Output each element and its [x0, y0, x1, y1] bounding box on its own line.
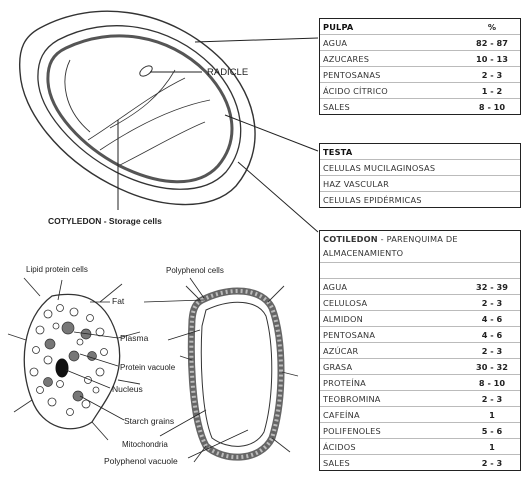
cotyledon-label: COTYLEDON - Storage cells [48, 216, 162, 226]
nucleus-label: Nucleus [112, 384, 143, 394]
component-value: 2 - 3 [464, 70, 520, 80]
component-value: 4 - 6 [464, 330, 520, 340]
component-value: 10 - 13 [464, 54, 520, 64]
component-name: TEOBROMINA [320, 394, 464, 404]
component-name: ÁCIDO CÍTRICO [320, 86, 464, 96]
protein-vacuole-label: Protein vacuole [120, 363, 175, 372]
pulpa-header: PULPA [320, 22, 464, 32]
component-name: CELULAS MUCILAGINOSAS [320, 163, 520, 173]
component-value: 1 [464, 410, 520, 420]
starch-grains-label: Starch grains [124, 416, 174, 426]
component-name: ALMIDON [320, 314, 464, 324]
cotiledon-header-row: COTILEDON - PARENQUIMA DE ALMACENAMIENTO [320, 231, 520, 263]
component-value: 1 - 2 [464, 86, 520, 96]
fat-label: Fat [112, 296, 124, 306]
table-row: HAZ VASCULAR [320, 176, 520, 192]
polyphenol-cell-drawing [180, 286, 298, 462]
component-name: CAFEÍNA [320, 410, 464, 420]
plasma-label: Plasma [120, 333, 148, 343]
testa-header: TESTA [320, 147, 520, 157]
component-value: 32 - 39 [464, 282, 520, 292]
component-value: 30 - 32 [464, 362, 520, 372]
cotiledon-header-title: COTILEDON [323, 234, 378, 244]
component-value: 82 - 87 [464, 38, 520, 48]
component-value: 2 - 3 [464, 298, 520, 308]
cotiledon-table: COTILEDON - PARENQUIMA DE ALMACENAMIENTO… [319, 230, 521, 471]
component-name: SALES [320, 458, 464, 468]
component-name: SALES [320, 102, 464, 112]
component-value: 1 [464, 442, 520, 452]
component-name: AGUA [320, 282, 464, 292]
component-value: 5 - 6 [464, 426, 520, 436]
testa-table: TESTA CELULAS MUCILAGINOSAS HAZ VASCULAR… [319, 143, 521, 208]
component-name: CELULOSA [320, 298, 464, 308]
spacer-row [320, 263, 520, 279]
testa-header-row: TESTA [320, 144, 520, 160]
component-value: 2 - 3 [464, 346, 520, 356]
component-name: HAZ VASCULAR [320, 179, 520, 189]
component-name: PENTOSANAS [320, 70, 464, 80]
component-name: CELULAS EPIDÉRMICAS [320, 195, 520, 205]
component-name: AGUA [320, 38, 464, 48]
component-name: ÁCIDOS [320, 442, 464, 452]
mitochondria-label: Mitochondria [122, 440, 168, 449]
radicle-label: RADICLE [207, 67, 248, 78]
component-name: PROTEÍNA [320, 378, 464, 388]
pulpa-header-row: PULPA % [320, 19, 520, 35]
pulpa-header-unit: % [464, 22, 520, 32]
component-name: PENTOSANA [320, 330, 464, 340]
polyphenol-vacuole-label: Polyphenol vacuole [104, 456, 178, 466]
table-row: CELULAS EPIDÉRMICAS [320, 192, 520, 207]
component-value: 8 - 10 [464, 102, 520, 112]
cotiledon-header: COTILEDON - PARENQUIMA DE ALMACENAMIENTO [320, 232, 520, 260]
component-name: AZUCARES [320, 54, 464, 64]
component-value: 2 - 3 [464, 458, 520, 468]
component-value: 8 - 10 [464, 378, 520, 388]
component-name: POLIFENOLES [320, 426, 464, 436]
table-row: CELULAS MUCILAGINOSAS [320, 160, 520, 176]
polyphenol-cells-label: Polyphenol cells [166, 266, 224, 275]
component-value: 4 - 6 [464, 314, 520, 324]
lipid-protein-label: Lipid protein cells [26, 265, 88, 274]
component-value: 2 - 3 [464, 394, 520, 404]
seed-drawing [20, 11, 255, 204]
component-name: AZÚCAR [320, 346, 464, 356]
component-name: GRASA [320, 362, 464, 372]
